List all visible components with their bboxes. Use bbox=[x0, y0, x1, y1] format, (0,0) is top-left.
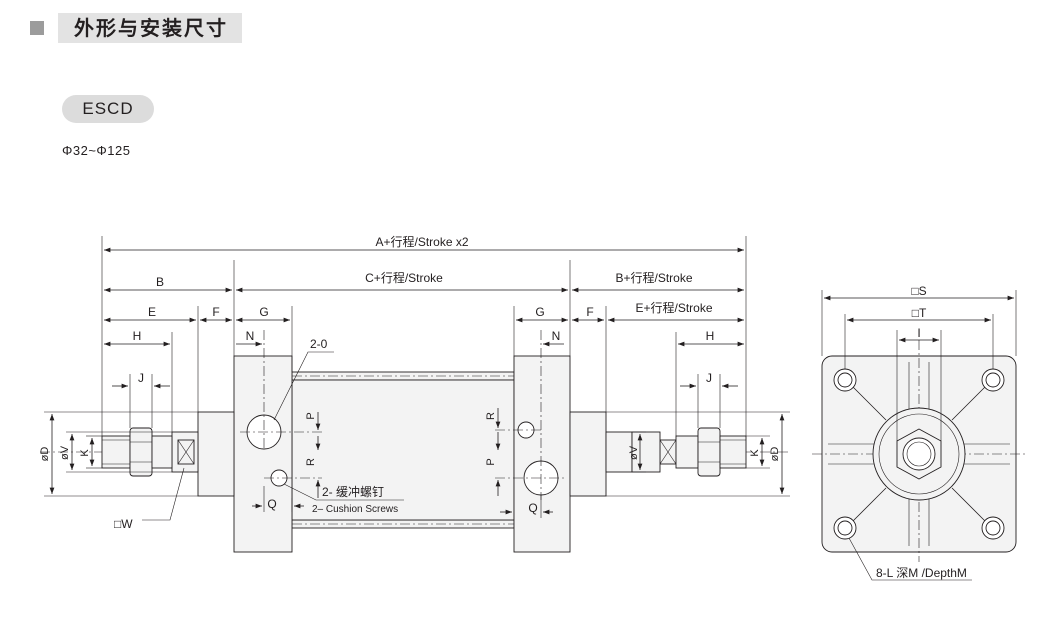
left-rod-thread bbox=[101, 435, 131, 469]
dim-h-label: H bbox=[133, 329, 142, 343]
cushion-screw-cn-label: 2- 缓冲螺钉 bbox=[322, 484, 384, 499]
dim-q-label: Q bbox=[267, 497, 276, 511]
dim-g-right-label: G bbox=[535, 305, 544, 319]
section-bullet-icon bbox=[30, 21, 44, 35]
right-rod-thread bbox=[719, 435, 747, 469]
dim-d-right-label: øD bbox=[769, 447, 781, 462]
dim-k-right-label: K bbox=[749, 449, 761, 457]
dim-s-label: □S bbox=[911, 284, 926, 298]
dim-g-label: G bbox=[259, 305, 268, 319]
dim-f-label: F bbox=[212, 305, 219, 319]
bore-range: Φ32~Φ125 bbox=[62, 143, 131, 158]
left-end-cap bbox=[233, 355, 293, 553]
right-rod-nut bbox=[697, 427, 721, 477]
dim-v-right-label: øV bbox=[628, 445, 640, 460]
dim-f-right-label: F bbox=[586, 305, 593, 319]
dim-e-label: E bbox=[148, 305, 156, 319]
dim-j-label: J bbox=[138, 371, 144, 385]
dim-k-label: K bbox=[79, 449, 91, 457]
end-view bbox=[812, 290, 1026, 581]
rod-end-icon bbox=[902, 437, 936, 471]
dim-total-label: A+行程/Stroke x2 bbox=[375, 234, 468, 249]
right-end-cap bbox=[513, 355, 571, 553]
side-view bbox=[40, 236, 790, 553]
dim-q-right-label: Q bbox=[528, 501, 537, 515]
cushion-screw-en-label: 2– Cushion Screws bbox=[312, 504, 398, 515]
right-rod-gland bbox=[569, 411, 607, 497]
dim-b-label: B bbox=[156, 275, 164, 289]
dim-c-label: C+行程/Stroke bbox=[365, 270, 443, 285]
dim-r-right-label: R bbox=[485, 412, 497, 420]
dim-v-label: øV bbox=[59, 445, 71, 460]
dim-j-right-label: J bbox=[706, 371, 712, 385]
cylinder-barrel bbox=[291, 379, 515, 521]
mounting-hole-depth-label: 8-L 深M /DepthM bbox=[876, 566, 967, 580]
dim-n-label: N bbox=[246, 329, 255, 343]
left-rod-thread-2 bbox=[151, 435, 173, 469]
left-rod-gland bbox=[197, 411, 235, 497]
port-count-label: 2-0 bbox=[310, 337, 328, 351]
dim-i-label: I bbox=[917, 326, 920, 340]
dim-p-label: P bbox=[305, 412, 317, 419]
section-header: 外形与安装尺寸 bbox=[30, 12, 242, 44]
dim-w-label: □W bbox=[114, 517, 133, 531]
dim-n-right-label: N bbox=[552, 329, 561, 343]
dim-e-right-label: E+行程/Stroke bbox=[635, 300, 712, 315]
dim-b-right-label: B+行程/Stroke bbox=[615, 270, 692, 285]
dim-d-label: øD bbox=[39, 447, 51, 462]
dim-t-label: □T bbox=[912, 306, 927, 320]
dim-r-label: R bbox=[305, 458, 317, 466]
section-title: 外形与安装尺寸 bbox=[58, 13, 242, 43]
dim-h-right-label: H bbox=[706, 329, 715, 343]
dim-p-right-label: P bbox=[485, 458, 497, 465]
model-badge: ESCD bbox=[62, 95, 154, 123]
left-rod-nut bbox=[129, 427, 153, 477]
